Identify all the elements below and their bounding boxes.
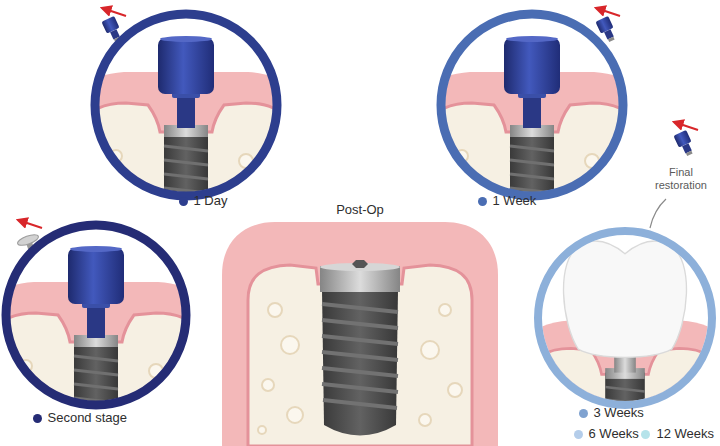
- leader-line: [650, 199, 666, 228]
- caption-row: Second stage: [33, 410, 128, 426]
- stage-caption: 1 Day: [194, 193, 228, 209]
- bullet-dot: [33, 414, 42, 423]
- bullet-dot: [478, 197, 487, 206]
- bullet-dot: [179, 197, 188, 206]
- stage-caption: 6 Weeks: [589, 426, 639, 442]
- caption-row: Post-Op: [336, 202, 384, 218]
- bullet-dot: [574, 430, 583, 439]
- stage-caption: 3 Weeks: [594, 405, 644, 421]
- stage-caption: 12 Weeks: [656, 426, 714, 442]
- caption-row: 1 Day: [179, 193, 228, 209]
- caption-row: 6 Weeks: [574, 426, 639, 442]
- stage-caption: 1 Week: [493, 193, 537, 209]
- stage-ring: [6, 225, 186, 405]
- circle-outline: [87, 6, 285, 204]
- stage-ring: [441, 14, 623, 196]
- stage-ring: [95, 14, 277, 196]
- stage-ring: [538, 231, 712, 405]
- callout-label: Final restoration: [645, 166, 717, 192]
- bullet-dot: [579, 409, 588, 418]
- stage-caption: Post-Op: [336, 202, 384, 218]
- healing-site: [0, 246, 221, 446]
- stage-caption: Second stage: [48, 410, 128, 426]
- stage-circle: 1 Week: [433, 6, 631, 211]
- post-op-panel: Post-Op: [222, 198, 498, 446]
- bullet-dot: [641, 430, 650, 439]
- caption-row: 1 Week: [478, 193, 537, 209]
- stage-circle: 3 Weeks 6 Weeks 12 Weeks: [530, 223, 720, 444]
- post-op-site: [222, 222, 498, 446]
- stage-circle: 1 Day: [87, 6, 285, 211]
- circle-outline: [530, 223, 720, 413]
- abutment-icon: [673, 122, 698, 158]
- caption-row: 3 Weeks: [579, 405, 644, 421]
- circle-outline: [0, 217, 194, 413]
- caption-row: 12 Weeks: [641, 426, 714, 442]
- stage-circle: Second stage: [0, 217, 194, 428]
- circle-outline: [433, 6, 631, 204]
